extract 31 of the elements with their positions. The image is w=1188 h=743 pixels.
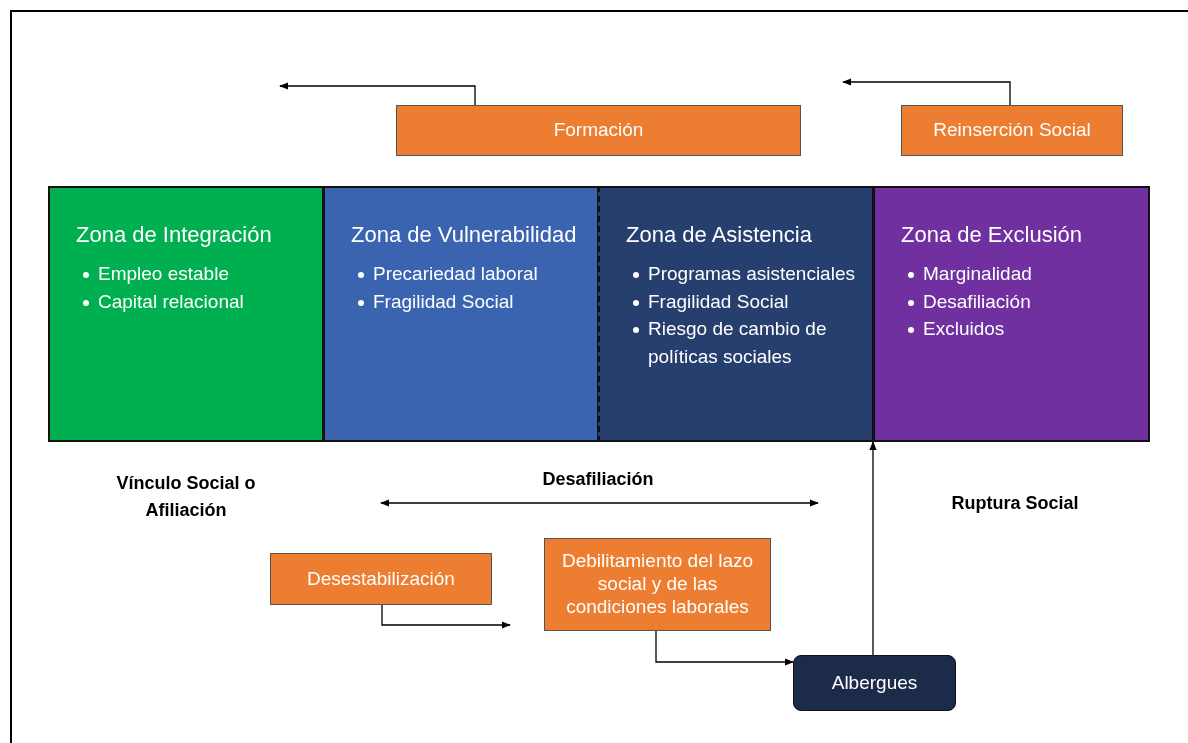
zone-heading: Zona de Vulnerabilidad: [351, 222, 577, 248]
zone-heading: Zona de Integración: [76, 222, 272, 248]
zone-axis-label: Desafiliación: [541, 468, 655, 491]
bullet-item: Desafiliación: [905, 287, 1031, 316]
zone-panel: [873, 186, 1150, 442]
process-box: Albergues: [793, 655, 956, 711]
process-box: Formación: [396, 105, 801, 156]
bullet-item: Capital relacional: [80, 287, 244, 316]
zone-heading: Zona de Asistencia: [626, 222, 812, 248]
arrow: [842, 78, 1011, 106]
bullet-item: Excluidos: [905, 315, 1005, 343]
arrow: [869, 441, 877, 656]
bullet-item: Precariedad laboral: [355, 260, 538, 288]
bullet-item: Marginalidad: [905, 260, 1032, 288]
zone-panel: [598, 186, 874, 442]
zone-axis-label: Ruptura Social: [950, 492, 1080, 515]
bullet-item: Fragilidad Social: [355, 287, 514, 316]
zone-panel: [323, 186, 599, 442]
zone-axis-label: Vínculo Social o Afiliación: [115, 472, 257, 522]
arrow: [655, 630, 794, 666]
zone-panel: [48, 186, 324, 442]
process-box: Debilitamiento del lazo social y de las condiciones laborales: [544, 538, 771, 631]
bullet-item: Fragilidad Social: [630, 287, 789, 316]
bullet-item: Riesgo de cambio de políticas sociales: [630, 315, 858, 371]
process-box: Desestabilización: [270, 553, 492, 605]
process-box: Reinserción Social: [901, 105, 1123, 156]
bullet-item: Empleo estable: [80, 260, 229, 288]
arrow: [279, 82, 476, 106]
arrow: [381, 604, 511, 629]
bullet-item: Programas asistenciales: [630, 260, 855, 288]
zone-heading: Zona de Exclusión: [901, 222, 1082, 248]
